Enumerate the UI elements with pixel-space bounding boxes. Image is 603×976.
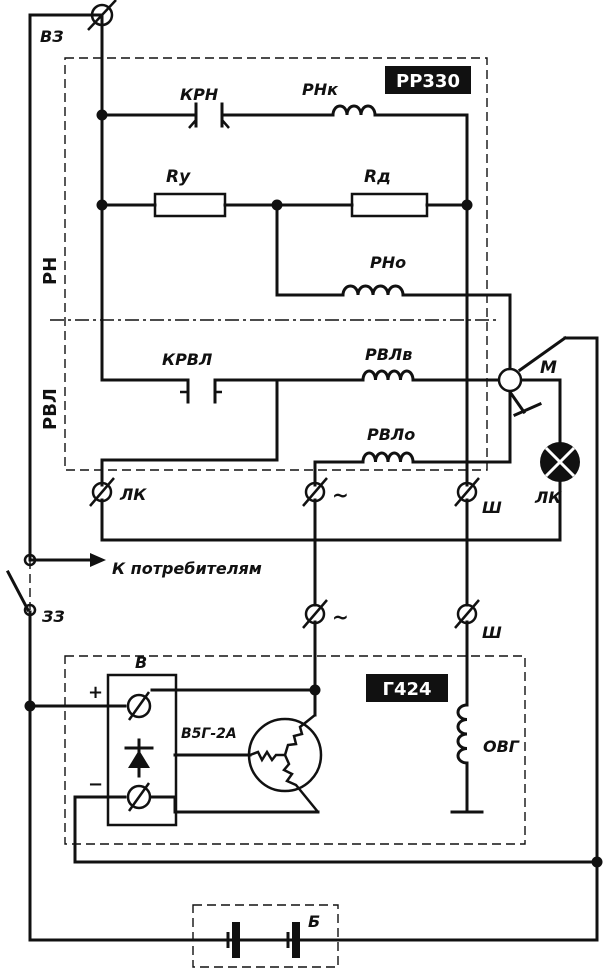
label-minus: −	[88, 774, 103, 795]
side-label-rvl: РВЛ	[40, 388, 61, 430]
label-rd: Rд	[364, 167, 391, 187]
rectifier-block	[106, 673, 178, 827]
terminal-tilde-mid	[302, 599, 328, 629]
stator	[247, 714, 323, 813]
junction-nodes	[24, 109, 603, 868]
contact-krvl	[173, 378, 235, 404]
terminal-sh-mid	[454, 599, 480, 629]
battery	[226, 922, 300, 958]
regulator-badge-text: РР330	[396, 71, 460, 92]
label-rectifier: В5Г-2А	[181, 726, 237, 742]
label-krn: КРН	[180, 85, 219, 104]
label-sh-top: Ш	[482, 498, 502, 517]
label-plus: +	[88, 682, 103, 703]
label-krvl: КРВЛ	[162, 350, 212, 369]
label-zz: ЗЗ	[41, 607, 65, 626]
terminal-lk	[89, 477, 115, 507]
label-m: М	[540, 358, 557, 378]
label-ry: Rу	[166, 167, 191, 187]
label-battery: Б	[308, 912, 320, 931]
label-tilde-top: ~	[332, 483, 349, 507]
regulator-outline	[64, 57, 488, 471]
wires	[5, 13, 599, 942]
label-vz: ВЗ	[40, 27, 64, 46]
label-lk-lamp: ЛК	[534, 488, 562, 507]
coil-rvlo	[361, 451, 415, 464]
consumer-node	[23, 553, 37, 567]
battery-outline	[192, 904, 339, 968]
control-lamp	[540, 442, 580, 482]
label-rnk: РНк	[302, 80, 339, 99]
label-consumers: К потребителям	[112, 559, 262, 578]
terminal-vz	[87, 0, 117, 31]
resistor-rd	[350, 192, 429, 218]
switch-contact	[23, 603, 37, 617]
resistor-ry	[153, 192, 227, 218]
generator-badge-text: Г424	[382, 679, 431, 700]
coil-rnk	[331, 104, 377, 117]
label-rvlv: РВЛв	[365, 345, 412, 364]
terminal-sh-top	[454, 477, 480, 507]
label-ovg: ОВГ	[483, 737, 520, 756]
consumer-arrow	[90, 553, 106, 567]
coil-rno	[341, 284, 405, 297]
label-lk-terminal: ЛК	[119, 485, 147, 504]
armature-pivot	[497, 367, 523, 393]
regulator-badge	[385, 66, 471, 94]
terminal-tilde-top	[302, 477, 328, 507]
coil-ovg	[456, 703, 469, 765]
generator-badge	[366, 674, 448, 702]
label-v: В	[135, 653, 147, 672]
label-tilde-mid: ~	[332, 605, 349, 629]
label-rno: РНо	[370, 253, 406, 272]
side-label-rn: РН	[40, 257, 61, 285]
generator-outline	[64, 655, 526, 845]
contact-krn	[178, 102, 238, 129]
label-sh-mid: Ш	[482, 623, 502, 642]
coil-rvlv	[361, 369, 415, 382]
label-rvlo: РВЛо	[367, 425, 415, 444]
